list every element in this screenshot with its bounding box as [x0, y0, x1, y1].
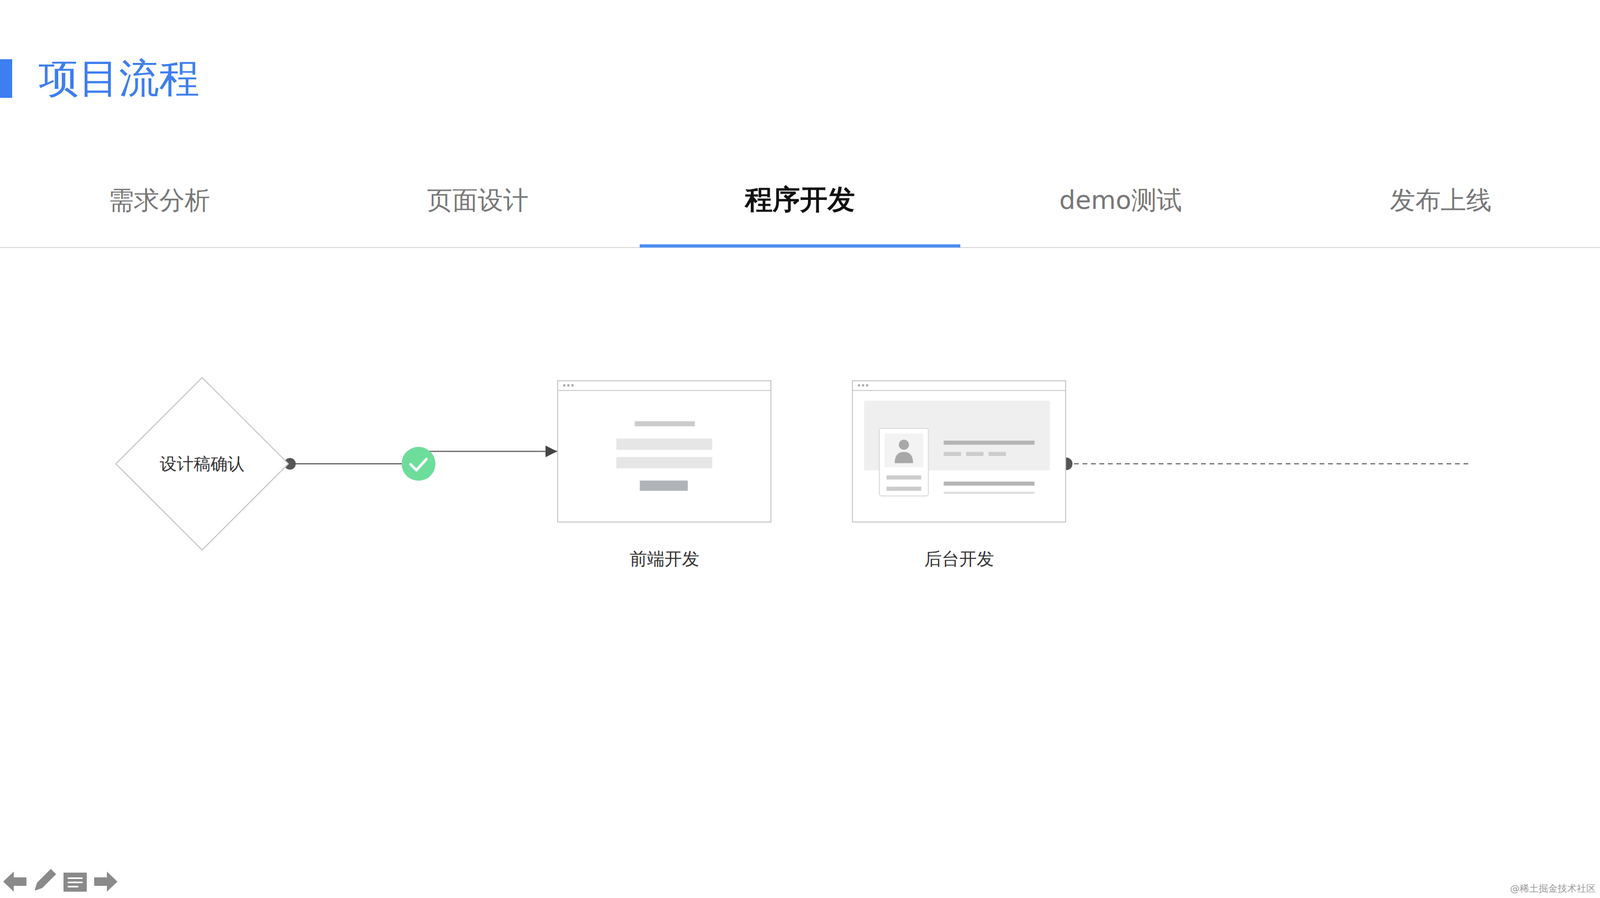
tab-label: demo测试 [1059, 183, 1183, 217]
title-bar [0, 59, 13, 98]
frontend-illustration [557, 380, 772, 523]
watermark: @稀土掘金技术社区 [1510, 882, 1596, 895]
output-connector [1059, 457, 1470, 471]
caption-label: 后台开发 [924, 548, 995, 570]
arrowhead [545, 446, 558, 458]
caption-label: 前端开发 [629, 548, 700, 570]
page-title: 项目流程 [38, 51, 200, 105]
decision-diamond: 设计稿确认 [115, 377, 289, 551]
tab-label: 页面设计 [426, 183, 529, 217]
frontend-window: 前端开发 [557, 380, 772, 523]
tab-label: 发布上线 [1389, 183, 1492, 217]
tab-label: 需求分析 [108, 183, 211, 217]
active-tab-underline [639, 244, 961, 248]
node-label: 设计稿确认 [159, 453, 245, 475]
backend-window: 后台开发 [851, 380, 1067, 523]
active-tab-label: 程序开发 [744, 182, 856, 218]
nav-icons [3, 869, 118, 893]
backend-illustration [851, 380, 1067, 523]
check-badge [401, 447, 436, 481]
